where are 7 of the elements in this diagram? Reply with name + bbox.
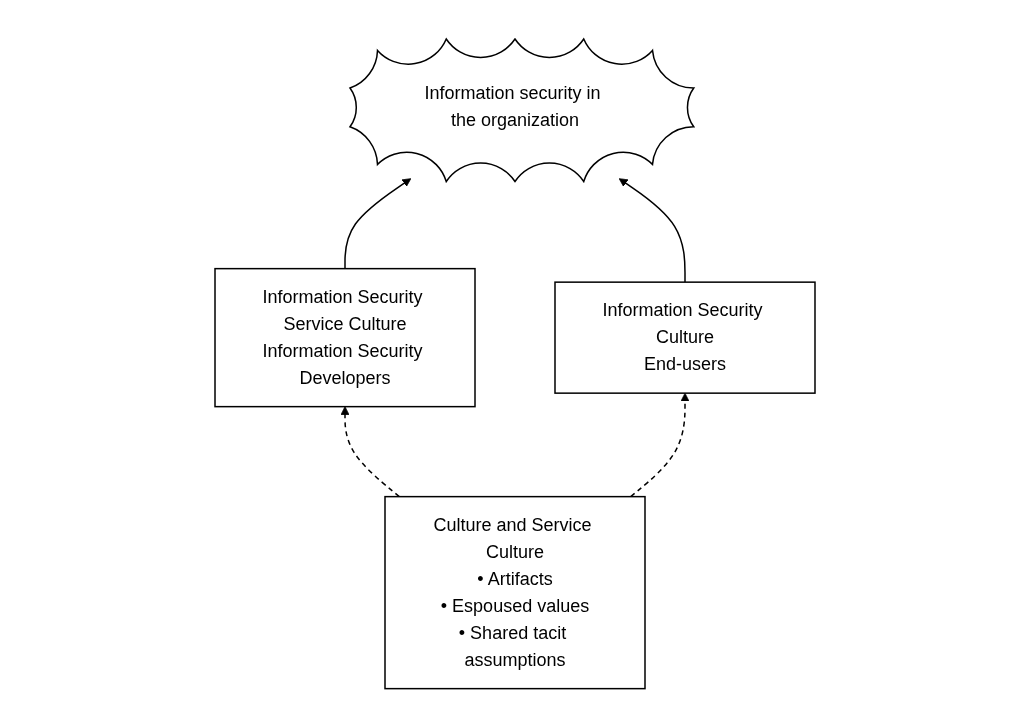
arrow bbox=[629, 392, 689, 498]
node-box: Information Security Culture End-users bbox=[553, 281, 816, 394]
arrow bbox=[340, 405, 400, 498]
arrow bbox=[343, 177, 411, 270]
node-box: Culture and Service Culture • Artifacts • Espoused values • Shared tacit assumptions bbox=[383, 495, 646, 690]
node-box: Information Security Service Culture Information Security Developers bbox=[213, 267, 476, 408]
arrow bbox=[618, 177, 686, 283]
